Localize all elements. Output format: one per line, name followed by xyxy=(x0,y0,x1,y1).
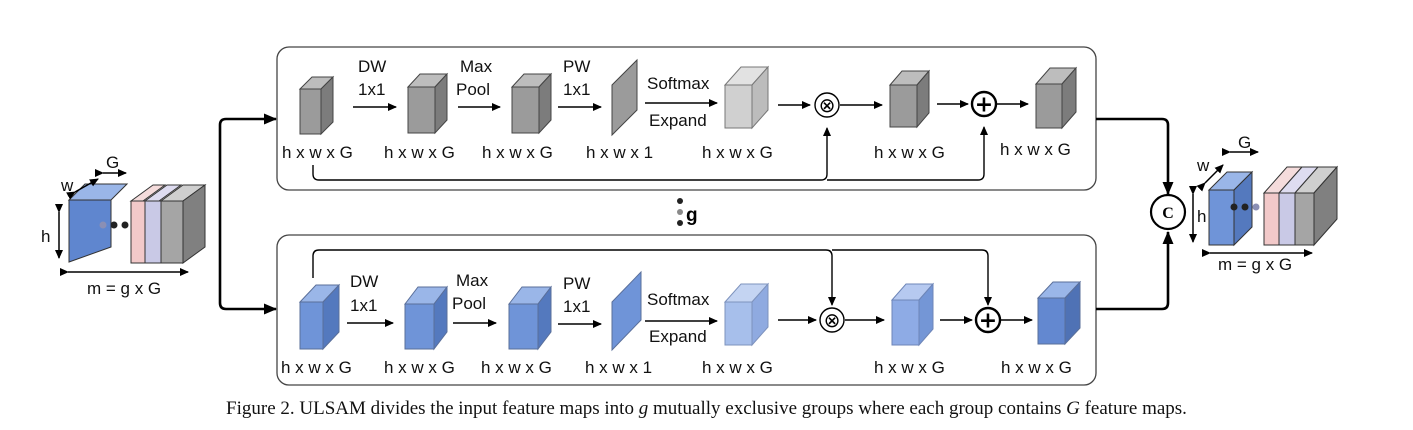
g-dot-2 xyxy=(677,209,683,215)
bottom-attention-cube xyxy=(723,282,770,347)
top-weighted-cube xyxy=(888,69,931,129)
top-dw-label-2: 1x1 xyxy=(358,80,385,99)
output-h-label: h xyxy=(1197,207,1206,226)
bottom-dim-4: h x w x 1 xyxy=(585,358,652,377)
top-dw-label-1: DW xyxy=(358,57,386,76)
input-w-label: w xyxy=(60,176,74,195)
top-add-symbol: + xyxy=(975,93,993,118)
bottom-maxpool-label-2: Pool xyxy=(452,294,486,313)
input-G-label: G xyxy=(106,153,119,172)
bottom-multiply-node xyxy=(819,307,845,333)
bottom-weighted-cube xyxy=(890,282,935,347)
bottom-pw-label-1: PW xyxy=(563,274,590,293)
bottom-dim-5: h x w x G xyxy=(702,358,773,377)
figure-caption: Figure 2. ULSAM divides the input featur… xyxy=(0,398,1413,420)
concat-node xyxy=(1149,193,1187,231)
top-dim-3: h x w x G xyxy=(482,143,553,162)
bottom-skip-to-add xyxy=(832,249,992,306)
input-m-label: m = g x G xyxy=(87,279,161,298)
top-expand-label: Expand xyxy=(649,111,707,130)
bottom-pw-label-2: 1x1 xyxy=(563,297,590,316)
bottom-dim-6: h x w x G xyxy=(874,358,945,377)
caption-prefix: Figure 2. ULSAM divides the input featur… xyxy=(226,398,639,419)
output-w-label: w xyxy=(1196,156,1210,175)
output-G-label: G xyxy=(1238,133,1251,152)
g-label: g xyxy=(686,205,698,226)
caption-G: G xyxy=(1066,398,1080,419)
top-output-cube xyxy=(1034,66,1078,130)
bottom-dim-3: h x w x G xyxy=(481,358,552,377)
caption-middle: mutually exclusive groups where each gro… xyxy=(648,398,1067,419)
top-dim-4: h x w x 1 xyxy=(586,143,653,162)
top-input-cube xyxy=(298,75,335,136)
top-skip-to-add xyxy=(827,126,988,181)
split-arrow-top xyxy=(218,113,277,235)
merge-arrow-bottom xyxy=(1096,231,1174,311)
top-multiply-symbol: ⊗ xyxy=(819,93,836,117)
top-add-node xyxy=(970,90,998,118)
bottom-input-cube xyxy=(298,283,341,351)
top-multiply-node xyxy=(814,92,840,118)
input-h-label: h xyxy=(41,227,50,246)
bottom-softmax-label: Softmax xyxy=(647,290,710,309)
bottom-pw-output-slab xyxy=(611,270,642,352)
bottom-skip-to-multiply xyxy=(312,249,836,306)
caption-suffix: feature maps. xyxy=(1079,398,1187,419)
bottom-multiply-symbol: ⊗ xyxy=(824,308,841,332)
top-dim-5: h x w x G xyxy=(702,143,773,162)
bottom-maxpool-label-1: Max xyxy=(456,271,489,290)
concat-symbol: C xyxy=(1162,205,1174,222)
top-dim-1: h x w x G xyxy=(282,143,353,162)
top-dim-2: h x w x G xyxy=(384,143,455,162)
g-dot-3 xyxy=(677,220,683,226)
top-attention-cube xyxy=(723,65,770,130)
bottom-dim-7: h x w x G xyxy=(1001,358,1072,377)
top-maxpool-label-1: Max xyxy=(460,57,493,76)
bottom-dim-2: h x w x G xyxy=(384,358,455,377)
bottom-dw-label-1: DW xyxy=(350,272,378,291)
bottom-expand-label: Expand xyxy=(649,327,707,346)
output-w-arrow xyxy=(1196,164,1224,192)
top-maxpool-output-cube xyxy=(510,72,553,135)
top-softmax-label: Softmax xyxy=(647,74,710,93)
top-dim-6: h x w x G xyxy=(874,143,945,162)
bottom-add-node xyxy=(974,306,1002,334)
output-feature-maps xyxy=(1207,165,1339,247)
output-m-label: m = g x G xyxy=(1218,255,1292,274)
input-w-arrow xyxy=(66,178,99,200)
merge-arrow-top xyxy=(1096,117,1174,195)
bottom-add-symbol: + xyxy=(979,309,997,334)
bottom-maxpool-output-cube xyxy=(507,285,553,351)
caption-g: g xyxy=(638,398,649,419)
top-maxpool-label-2: Pool xyxy=(456,80,490,99)
g-dot-1 xyxy=(677,198,683,204)
bottom-dw-output-cube xyxy=(403,285,449,351)
top-skip-to-multiply xyxy=(312,127,831,181)
top-dw-output-cube xyxy=(406,72,449,135)
ulsam-diagram: w G h m = g x G DW 1x1 Max Pool PW 1x1 S… xyxy=(41,46,1339,386)
split-arrow-bottom xyxy=(218,235,277,315)
top-pw-output-slab xyxy=(611,58,638,137)
top-pw-label-2: 1x1 xyxy=(563,80,590,99)
top-dim-7: h x w x G xyxy=(1000,140,1071,159)
bottom-dim-1: h x w x G xyxy=(281,358,352,377)
bottom-output-cube xyxy=(1036,280,1082,346)
input-feature-maps xyxy=(67,183,207,264)
bottom-dw-label-2: 1x1 xyxy=(350,296,377,315)
top-pw-label-1: PW xyxy=(563,57,590,76)
